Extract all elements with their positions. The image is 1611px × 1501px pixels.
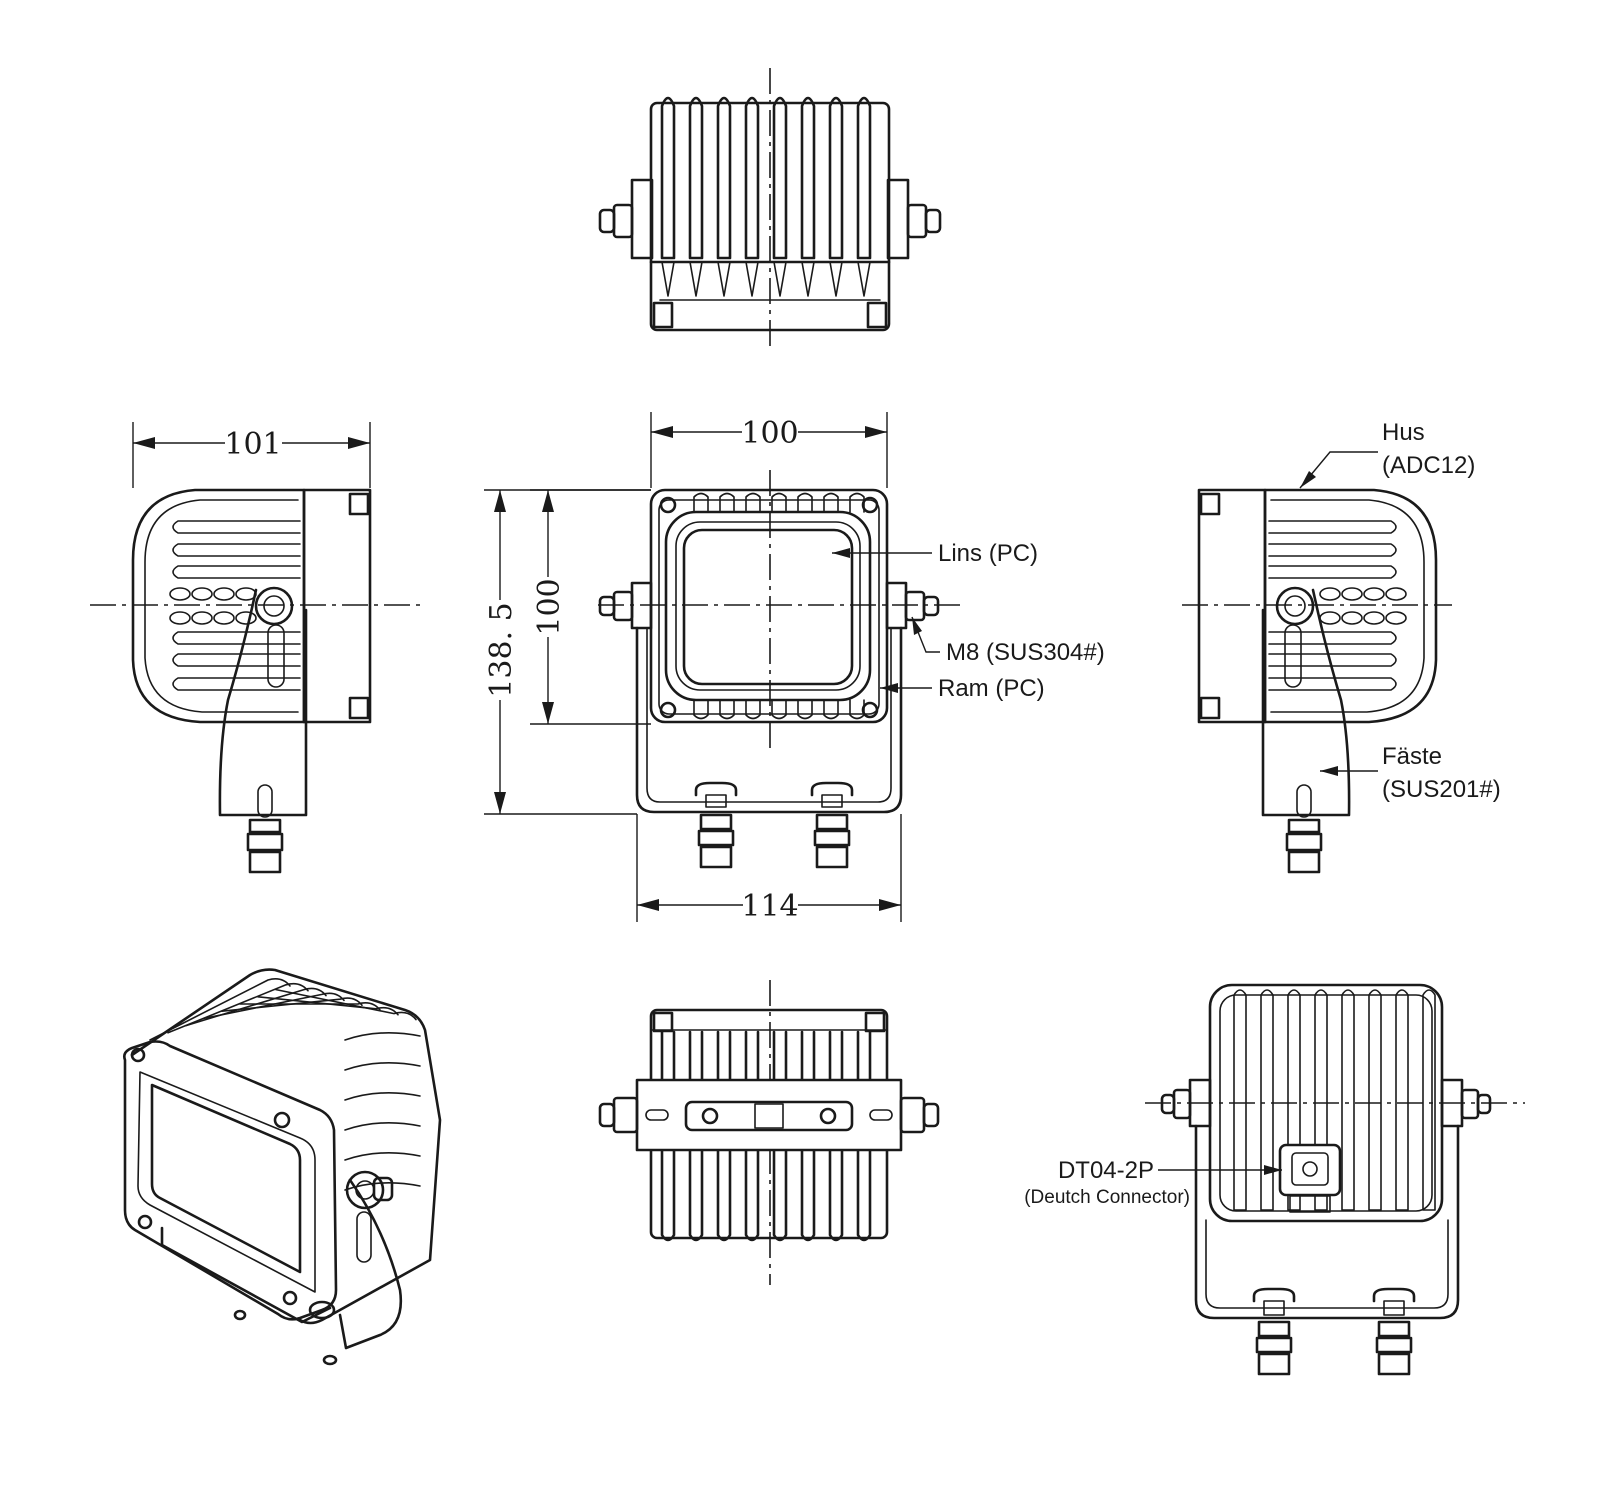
callout-bracket-material: (SUS201#) bbox=[1382, 776, 1501, 803]
callout-housing-name: Hus bbox=[1382, 419, 1425, 446]
dimension-138-5: 138. 5 bbox=[484, 489, 651, 815]
callout-housing-material: (ADC12) bbox=[1382, 452, 1475, 479]
dimension-100-height: 100 bbox=[530, 489, 651, 725]
dimension-101-label: 101 bbox=[224, 427, 281, 462]
right-callouts: Hus (ADC12) Fäste (SUS201#) bbox=[1299, 419, 1501, 803]
rear-bolt-right bbox=[1372, 1287, 1416, 1376]
front-view bbox=[598, 470, 966, 869]
bottom-view bbox=[598, 980, 940, 1285]
rear-bolt-left bbox=[1252, 1287, 1296, 1376]
bracket-bolt-right bbox=[810, 781, 854, 869]
dimension-100-height-label: 100 bbox=[532, 578, 567, 635]
isometric-view bbox=[123, 968, 442, 1366]
rear-view bbox=[1145, 983, 1525, 1376]
callout-connector-name: (Deutch Connector) bbox=[1024, 1187, 1190, 1208]
dimension-138-5-label: 138. 5 bbox=[484, 602, 519, 697]
connector-callout: DT04-2P (Deutch Connector) bbox=[1024, 1157, 1282, 1208]
callout-bracket-name: Fäste bbox=[1382, 743, 1442, 770]
top-view bbox=[598, 68, 942, 352]
right-side-view bbox=[1182, 488, 1452, 874]
dimension-114: 114 bbox=[636, 814, 902, 924]
callout-lens: Lins (PC) bbox=[938, 540, 1038, 567]
callout-connector-code: DT04-2P bbox=[1058, 1157, 1154, 1184]
bracket-bolt-left bbox=[694, 781, 738, 869]
callout-bolt: M8 (SUS304#) bbox=[946, 639, 1105, 666]
front-callouts: Lins (PC) M8 (SUS304#) Ram (PC) bbox=[832, 540, 1105, 702]
callout-frame: Ram (PC) bbox=[938, 675, 1045, 702]
dimension-100-width: 100 bbox=[650, 412, 888, 488]
left-side-view bbox=[90, 488, 425, 874]
dimension-101: 101 bbox=[132, 422, 371, 488]
dimension-114-label: 114 bbox=[741, 889, 798, 924]
dimension-100-width-label: 100 bbox=[741, 416, 798, 451]
